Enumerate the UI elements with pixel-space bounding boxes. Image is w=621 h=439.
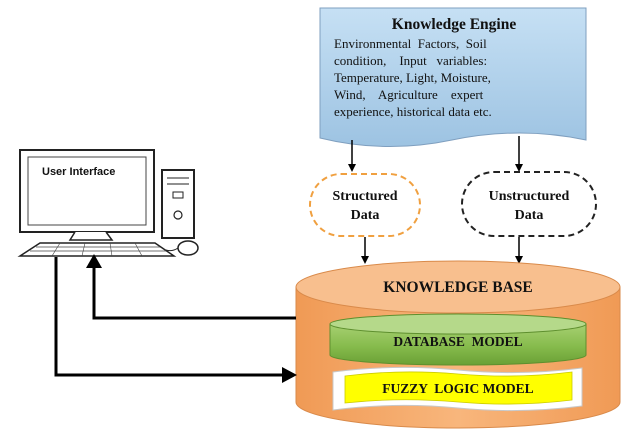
keyboard-icon xyxy=(17,242,177,257)
knowledge-engine-line-3: Temperature, Light, Moisture, xyxy=(334,70,491,85)
structured-data-node: Structured Data xyxy=(309,173,421,237)
structured-data-label-1: Structured xyxy=(332,189,397,204)
mouse-icon xyxy=(165,240,199,256)
unstructured-data-label-2: Data xyxy=(515,208,544,223)
database-model-label: DATABASE MODEL xyxy=(393,334,522,349)
structured-data-label-2: Data xyxy=(351,208,380,223)
knowledge-base-title: KNOWLEDGE BASE xyxy=(383,279,532,296)
user-interface-label: User Interface xyxy=(42,166,115,178)
desktop-computer-icon: User Interface xyxy=(17,149,199,257)
unstructured-data-label-1: Unstructured xyxy=(489,189,570,204)
unstructured-data-node: Unstructured Data xyxy=(461,171,597,237)
fuzzy-logic-model-block: FUZZY LOGIC MODEL xyxy=(332,366,583,412)
knowledge-engine-line-2: condition, Input variables: xyxy=(334,53,487,68)
arrow-user-interface-to-kb xyxy=(54,257,297,383)
fuzzy-logic-model-label: FUZZY LOGIC MODEL xyxy=(382,381,533,396)
knowledge-engine-line-5: experience, historical data etc. xyxy=(334,104,492,119)
knowledge-engine-box: Knowledge Engine Environmental Factors, … xyxy=(319,7,587,147)
arrow-kb-to-user-interface xyxy=(86,254,296,320)
knowledge-engine-title: Knowledge Engine xyxy=(392,16,517,33)
tower-case-icon xyxy=(161,169,195,239)
database-model-block: DATABASE MODEL xyxy=(329,313,587,366)
monitor-icon: User Interface xyxy=(19,149,155,241)
knowledge-engine-line-1: Environmental Factors, Soil xyxy=(334,36,487,51)
knowledge-engine-line-4: Wind, Agriculture expert xyxy=(334,87,484,102)
